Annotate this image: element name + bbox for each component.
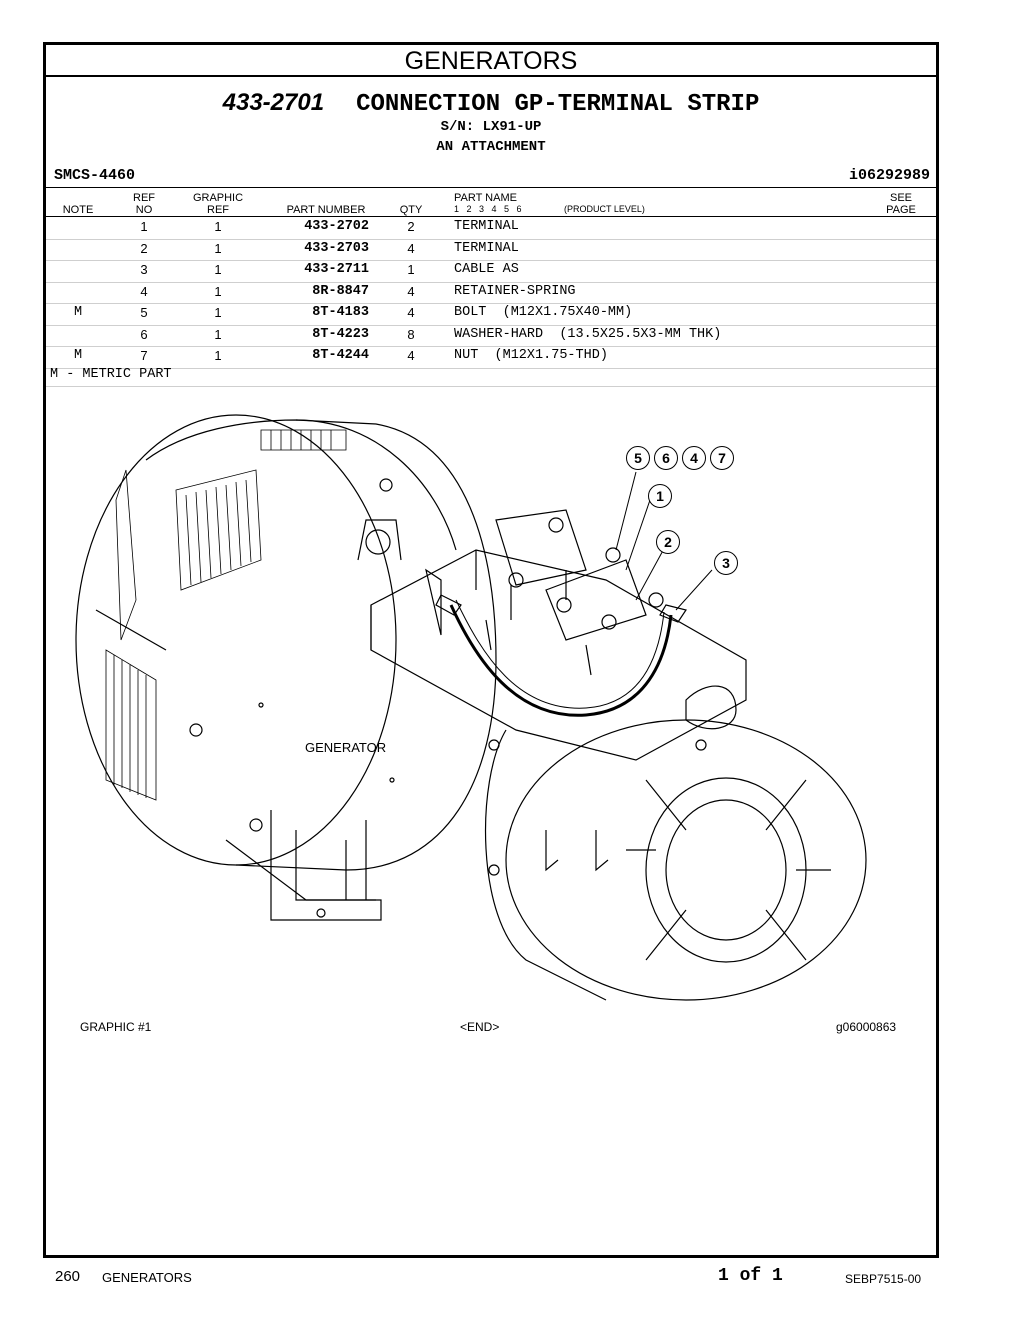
illustration-id: i06292989 — [848, 167, 930, 184]
part-qty: 4 — [407, 348, 415, 363]
row-divider — [46, 281, 936, 283]
row-divider — [46, 238, 936, 240]
group-type: AN ATTACHMENT — [436, 139, 546, 155]
col-product-level: (PRODUCT LEVEL) — [564, 204, 645, 214]
part-qty: 4 — [407, 305, 415, 320]
section-header: GENERATORS — [46, 45, 936, 77]
page-count: 1 of 1 — [718, 1266, 783, 1286]
col-see-1: SEE — [889, 192, 912, 204]
part-name: TERMINAL — [454, 219, 519, 234]
part-ref-no: 5 — [140, 305, 148, 320]
col-part-name: PART NAME — [454, 192, 517, 204]
part-note: M — [73, 348, 83, 363]
row-divider — [46, 303, 936, 304]
row-divider — [46, 346, 936, 347]
part-number: 8T-4183 — [312, 305, 369, 320]
part-ref-no: 3 — [140, 262, 148, 277]
col-graphic-2: REF — [207, 204, 229, 216]
part-name: CABLE AS — [454, 262, 519, 277]
part-qty: 4 — [407, 283, 415, 299]
part-ref-no: 4 — [140, 283, 148, 299]
group-title: 433-2701 CONNECTION GP-TERMINAL STRIP — [46, 89, 936, 118]
graphic-label: GRAPHIC #1 — [80, 1020, 152, 1034]
col-ref-2: NO — [135, 204, 153, 216]
part-ref-no: 7 — [140, 348, 148, 363]
generator-label: GENERATOR — [305, 740, 387, 755]
row-divider — [46, 260, 936, 261]
part-graphic-ref: 1 — [214, 283, 222, 299]
part-number: 8T-4223 — [312, 326, 369, 342]
row-divider — [46, 367, 936, 369]
part-name: RETAINER-SPRING — [454, 283, 576, 299]
col-ref-1: REF — [133, 192, 155, 204]
generator-foot — [270, 810, 382, 921]
part-graphic-ref: 1 — [214, 219, 222, 234]
metric-legend: M - METRIC PART — [50, 367, 172, 382]
page-number: 260 — [55, 1268, 81, 1285]
callout-4: 4 — [682, 446, 706, 470]
col-levels: 1 2 3 4 5 6 — [454, 204, 522, 214]
divider — [46, 216, 936, 217]
part-graphic-ref: 1 — [214, 240, 222, 256]
col-see-2: PAGE — [886, 204, 916, 216]
part-qty: 8 — [407, 326, 415, 342]
part-name: BOLT (M12X1.75X40-MM) — [454, 305, 633, 320]
part-number: 433-2703 — [304, 240, 369, 256]
end-label: <END> — [460, 1020, 500, 1034]
col-part-number: PART NUMBER — [286, 204, 366, 216]
part-graphic-ref: 1 — [214, 348, 222, 363]
part-ref-no: 6 — [140, 326, 148, 342]
part-name: TERMINAL — [454, 240, 519, 256]
part-graphic-ref: 1 — [214, 305, 222, 320]
part-number: 433-2711 — [304, 262, 369, 277]
footer-section: GENERATORS — [102, 1270, 192, 1285]
generator-illustration — [46, 400, 886, 1025]
group-part-number: 433-2701 — [222, 89, 325, 116]
part-name: WASHER-HARD (13.5X25.5X3-MM THK) — [454, 326, 722, 342]
part-graphic-ref: 1 — [214, 262, 222, 277]
callout-1: 1 — [648, 484, 672, 508]
part-note: M — [73, 305, 83, 320]
part-number: 8R-8847 — [312, 283, 369, 299]
serial-range: S/N: LX91-UP — [440, 119, 542, 135]
callout-6: 6 — [654, 446, 678, 470]
part-qty: 4 — [407, 240, 415, 256]
page-frame: GENERATORS 433-2701 CONNECTION GP-TERMINA… — [43, 42, 939, 1258]
part-qty: 1 — [407, 262, 415, 277]
col-note: NOTE — [62, 204, 94, 216]
terminal-box — [370, 509, 747, 761]
part-graphic-ref: 1 — [214, 326, 222, 342]
part-number: 433-2702 — [304, 219, 369, 234]
callout-3: 3 — [714, 551, 738, 575]
callout-7: 7 — [710, 446, 734, 470]
callout-2: 2 — [656, 530, 680, 554]
leader-lines — [615, 471, 713, 611]
col-qty: QTY — [399, 204, 423, 216]
callout-5: 5 — [626, 446, 650, 470]
divider — [46, 386, 936, 387]
part-ref-no: 2 — [140, 240, 148, 256]
graphic-id: g06000863 — [836, 1020, 897, 1034]
divider — [46, 187, 936, 188]
row-divider — [46, 324, 936, 326]
smcs-code: SMCS-4460 — [54, 167, 136, 184]
generator-housing — [75, 414, 497, 901]
part-name: NUT (M12X1.75-THD) — [454, 348, 608, 363]
part-qty: 2 — [407, 219, 415, 234]
col-graphic-1: GRAPHIC — [192, 192, 244, 204]
front-housing — [484, 685, 867, 1001]
group-name: CONNECTION GP-TERMINAL STRIP — [356, 91, 760, 118]
part-ref-no: 1 — [140, 219, 148, 234]
part-number: 8T-4244 — [312, 348, 369, 363]
doc-id: SEBP7515-00 — [845, 1272, 922, 1286]
